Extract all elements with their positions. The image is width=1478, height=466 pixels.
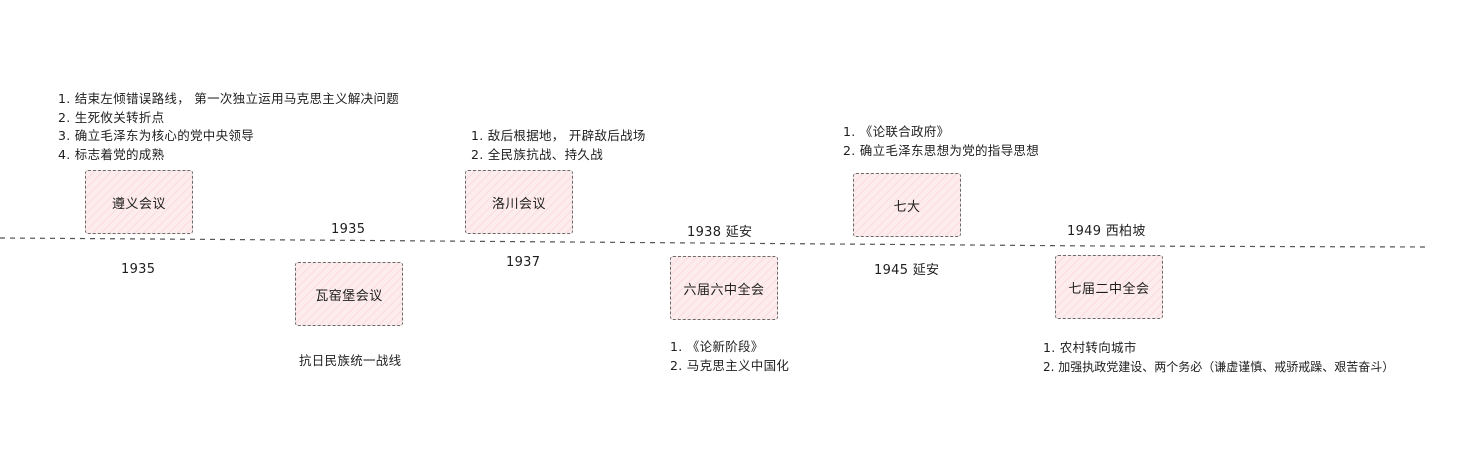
zunyi-note-3: 3. 确立毛泽东为核心的党中央领导 xyxy=(58,128,255,143)
qida-notes: 1. 《论联合政府》 2. 确立毛泽东思想为党的指导思想 xyxy=(843,123,1039,160)
liuzhong-plenum-box[interactable]: 六届六中全会 xyxy=(670,256,778,320)
luochuan-note-1: 1. 敌后根据地， 开辟敌后战场 xyxy=(471,128,646,143)
liuzhong-notes: 1. 《论新阶段》 2. 马克思主义中国化 xyxy=(670,338,789,375)
qierzhong-notes: 1. 农村转向城市 2. 加强执政党建设、两个务必（谦虚谨慎、戒骄戒躁、艰苦奋斗… xyxy=(1043,339,1394,376)
zunyi-meeting-box[interactable]: 遵义会议 xyxy=(85,170,193,234)
zunyi-meeting-title: 遵义会议 xyxy=(111,196,166,212)
wayaobao-note: 抗日民族统一战线 xyxy=(299,353,402,368)
luochuan-meeting-box[interactable]: 洛川会议 xyxy=(465,170,573,234)
liuzhong-plenum-title: 六届六中全会 xyxy=(683,282,765,298)
zunyi-notes: 1. 结束左倾错误路线， 第一次独立运用马克思主义解决问题 2. 生死攸关转折点… xyxy=(58,90,399,164)
qierzhong-note-2: 2. 加强执政党建设、两个务必（谦虚谨慎、戒骄戒躁、艰苦奋斗） xyxy=(1043,359,1395,374)
liuzhong-date: 1938 延安 xyxy=(687,225,753,240)
wayaobao-meeting-box[interactable]: 瓦窑堡会议 xyxy=(295,262,403,326)
qierzhong-plenum-box[interactable]: 七届二中全会 xyxy=(1055,255,1163,319)
zunyi-note-2: 2. 生死攸关转折点 xyxy=(58,109,165,125)
zunyi-date: 1935 xyxy=(121,262,156,277)
qierzhong-date: 1949 西柏坡 xyxy=(1067,224,1146,239)
qida-note-1: 1. 《论联合政府》 xyxy=(843,124,950,139)
liuzhong-note-2: 2. 马克思主义中国化 xyxy=(670,357,790,373)
wayaobao-meeting-title: 瓦窑堡会议 xyxy=(315,288,383,304)
qida-congress-box[interactable]: 七大 xyxy=(853,173,961,237)
wayaobao-date: 1935 xyxy=(331,222,366,237)
qierzhong-note-1: 1. 农村转向城市 xyxy=(1043,340,1137,355)
zunyi-note-1: 1. 结束左倾错误路线， 第一次独立运用马克思主义解决问题 xyxy=(58,91,400,106)
luochuan-meeting-title: 洛川会议 xyxy=(491,196,546,212)
liuzhong-note-1: 1. 《论新阶段》 xyxy=(670,339,764,354)
zunyi-note-4: 4. 标志着党的成熟 xyxy=(58,146,165,162)
qierzhong-plenum-title: 七届二中全会 xyxy=(1068,281,1150,297)
luochuan-notes: 1. 敌后根据地， 开辟敌后战场 2. 全民族抗战、持久战 xyxy=(471,127,646,164)
qida-note-2: 2. 确立毛泽东思想为党的指导思想 xyxy=(843,142,1040,158)
qida-date: 1945 延安 xyxy=(874,263,940,278)
luochuan-date: 1937 xyxy=(506,255,541,270)
qida-congress-title: 七大 xyxy=(893,199,921,215)
luochuan-note-2: 2. 全民族抗战、持久战 xyxy=(471,146,603,162)
